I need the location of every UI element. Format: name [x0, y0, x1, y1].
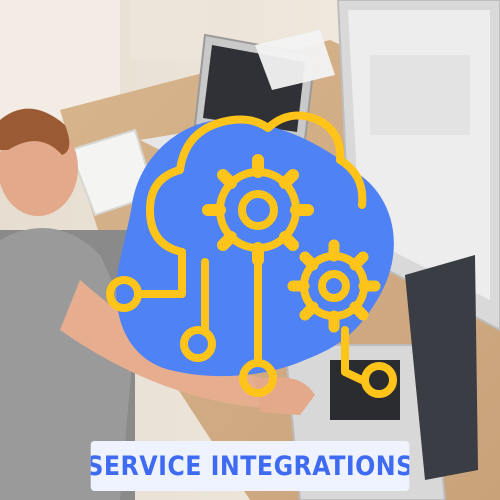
cloud-gears-network-icon: [106, 111, 397, 398]
caption-label: SERVICE INTEGRATIONS: [90, 441, 410, 491]
